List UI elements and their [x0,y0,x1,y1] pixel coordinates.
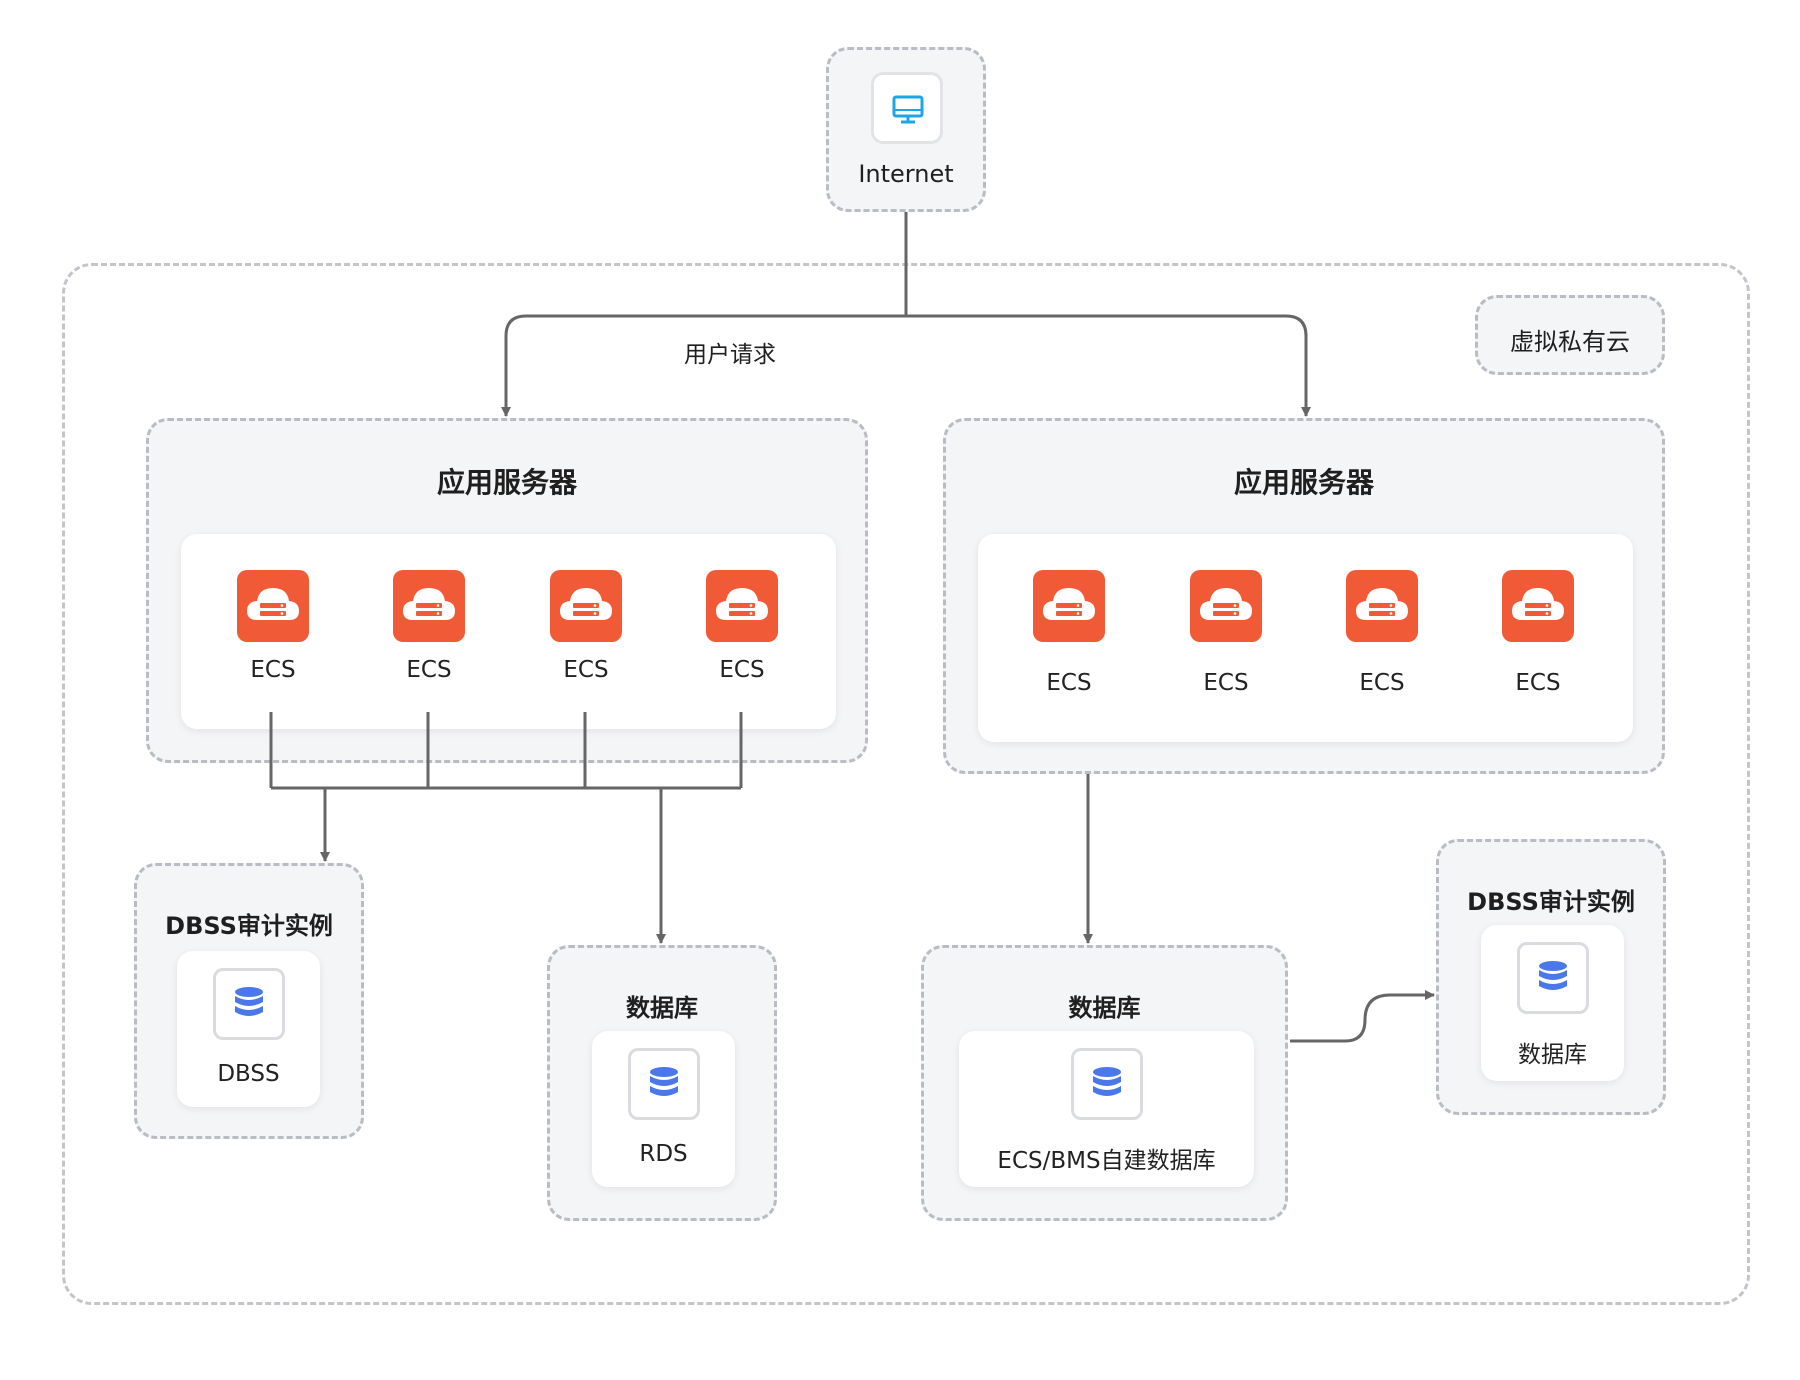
connector-to-app-right [906,314,1311,417]
dbss-item-label-left: DBSS [217,1061,280,1087]
database-icon [213,968,285,1040]
app-server-group-right: 应用服务器 ECS [943,418,1665,774]
dbss-instance-right: DBSS审计实例 数据库 [1436,839,1666,1115]
database-rds: 数据库 RDS [547,945,777,1221]
vpc-label: 虚拟私有云 [1510,328,1630,356]
connector-to-dbss-right [1290,990,1435,1043]
dbss-card-right: 数据库 [1481,925,1624,1081]
ecs-label: ECS [563,657,609,683]
app-server-group-left: 应用服务器 ECS [146,418,868,763]
database-icon [1071,1048,1143,1120]
ecs-label: ECS [406,657,452,683]
app-server-title-right: 应用服务器 [1233,466,1374,499]
ecs-label: ECS [1359,670,1405,696]
ecs-label: ECS [250,657,296,683]
dbss-instance-left: DBSS审计实例 DBSS [134,863,364,1139]
ecs-label: ECS [1203,670,1249,696]
cloud-server-icon [550,570,622,642]
cloud-server-icon [237,570,309,642]
dbss-card-left: DBSS [177,951,320,1107]
cloud-server-icon [1346,570,1418,642]
dbss-title-right: DBSS审计实例 [1467,888,1635,916]
vpc-label-box: 虚拟私有云 [1475,295,1665,375]
cloud-server-icon [1033,570,1105,642]
ecs-card-left: ECS ECS [181,534,836,729]
database-icon [628,1048,700,1120]
monitor-icon [871,72,943,144]
database-rds-title: 数据库 [626,994,698,1022]
ecs-label: ECS [1046,670,1092,696]
database-self-title: 数据库 [1068,994,1141,1022]
dbss-item-label-right: 数据库 [1518,1042,1587,1068]
ecs-card-right: ECS ECS [978,534,1633,742]
ecs-label: ECS [1515,670,1561,696]
self-db-item-label: ECS/BMS自建数据库 [997,1148,1216,1174]
internet-node: Internet [826,47,986,212]
cloud-server-icon [706,570,778,642]
rds-item-label: RDS [639,1141,688,1167]
database-icon [1517,942,1589,1014]
cloud-server-icon [393,570,465,642]
dbss-title-left: DBSS审计实例 [165,912,333,940]
cloud-server-icon [1190,570,1262,642]
database-self-built: 数据库 ECS/BMS自建数据库 [921,945,1288,1221]
internet-label: Internet [858,160,954,188]
edge-label-user-request: 用户请求 [684,342,776,368]
connector-to-app-left [501,314,906,417]
ecs-label: ECS [719,657,765,683]
self-db-card: ECS/BMS自建数据库 [959,1031,1254,1187]
cloud-server-icon [1502,570,1574,642]
app-server-title-left: 应用服务器 [436,466,577,499]
rds-card: RDS [592,1031,735,1187]
